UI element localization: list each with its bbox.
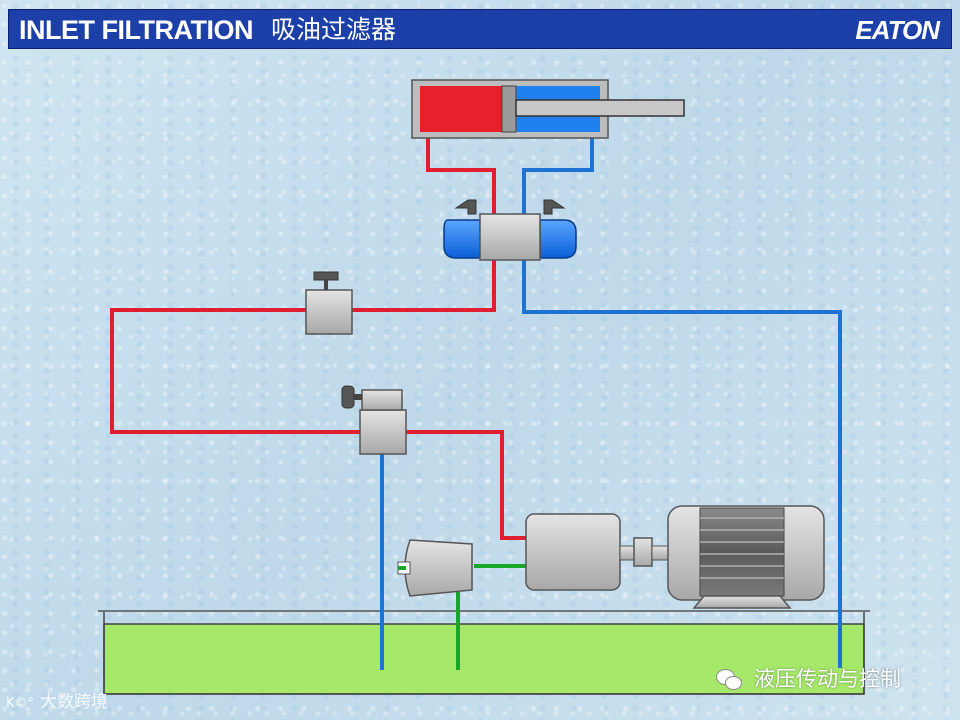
coupling <box>633 537 653 567</box>
title-bar: INLET FILTRATION 吸油过滤器 EATON <box>8 9 952 49</box>
motor-base <box>692 595 792 609</box>
cylinder-piston <box>501 85 517 133</box>
pressure-line-cylinder-cap <box>426 128 496 216</box>
valve-body <box>479 213 541 261</box>
pressure-lines <box>110 128 526 540</box>
watermark-right: 液压传动与控制 <box>716 664 901 694</box>
return-line-cylinder-rod <box>522 128 594 216</box>
pressure-adjust-knob <box>341 385 355 409</box>
adjust-knob <box>313 271 339 281</box>
flow-control-valve <box>305 271 353 335</box>
page-title-chinese: 吸油过滤器 <box>271 15 397 44</box>
directional-control-valve <box>443 199 577 261</box>
cylinder-cap-chamber <box>420 86 506 132</box>
pressure-line-flow-control-to-relief <box>110 308 360 434</box>
hydraulic-pump <box>525 513 669 591</box>
solenoid-right <box>539 219 577 259</box>
watermark-left-text: 大数跨境 <box>40 692 109 712</box>
return-lines <box>380 128 842 670</box>
page-title: INLET FILTRATION <box>19 15 253 45</box>
inlet-filter <box>397 539 473 597</box>
lever-right <box>543 199 566 215</box>
brand-logo: EATON <box>855 15 940 45</box>
watermark-logo-icon: K©° <box>6 696 35 711</box>
pressure-line-valve-to-flow-control <box>350 258 496 312</box>
watermark-left: K©° 大数跨境 <box>6 690 108 714</box>
suction-lines <box>456 564 526 670</box>
hydraulic-cylinder <box>411 79 685 139</box>
watermark-right-text: 液压传动与控制 <box>754 667 901 691</box>
pressure-line-relief-to-pump <box>406 430 526 540</box>
return-line-valve-to-tank <box>522 258 842 668</box>
lever-left <box>454 199 477 215</box>
wechat-icon <box>716 669 742 691</box>
solenoid-left <box>443 219 481 259</box>
cylinder-rod <box>515 99 685 117</box>
electric-motor <box>667 505 825 609</box>
relief-valve <box>341 385 407 455</box>
